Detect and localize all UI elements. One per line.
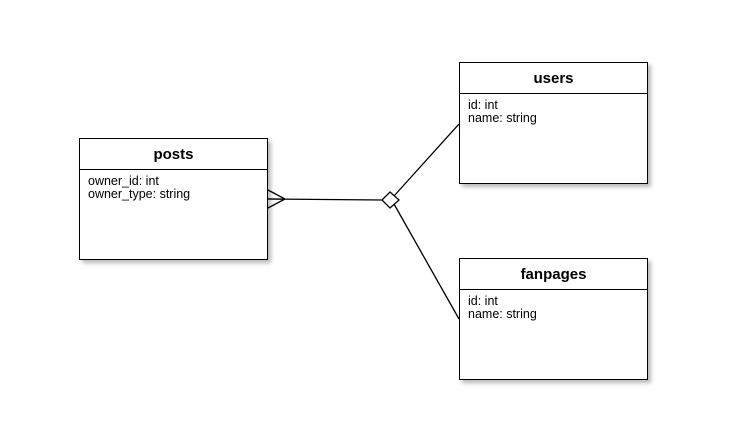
connector-junction-users [393, 123, 460, 197]
field-name: name: string [468, 111, 537, 125]
crows-foot-many-icon [267, 189, 286, 209]
entity-title: users [460, 63, 647, 94]
entity-fields: id: int name: string [460, 290, 647, 326]
field-id: id: int [468, 294, 498, 308]
connector-posts-junction [267, 198, 383, 201]
entity-users[interactable]: users id: int name: string [459, 62, 648, 184]
connector-junction-fanpages [393, 203, 460, 320]
entity-fields: owner_id: int owner_type: string [80, 170, 267, 206]
field-owner-type: owner_type: string [88, 187, 191, 201]
entity-title: posts [80, 139, 267, 170]
entity-fields: id: int name: string [460, 94, 647, 130]
field-owner-id: owner_id: int [88, 174, 159, 188]
field-name: name: string [468, 307, 537, 321]
entity-title: fanpages [460, 259, 647, 290]
entity-posts[interactable]: posts owner_id: int owner_type: string [79, 138, 268, 260]
entity-fanpages[interactable]: fanpages id: int name: string [459, 258, 648, 380]
field-id: id: int [468, 98, 498, 112]
junction-diamond-icon [381, 191, 400, 209]
